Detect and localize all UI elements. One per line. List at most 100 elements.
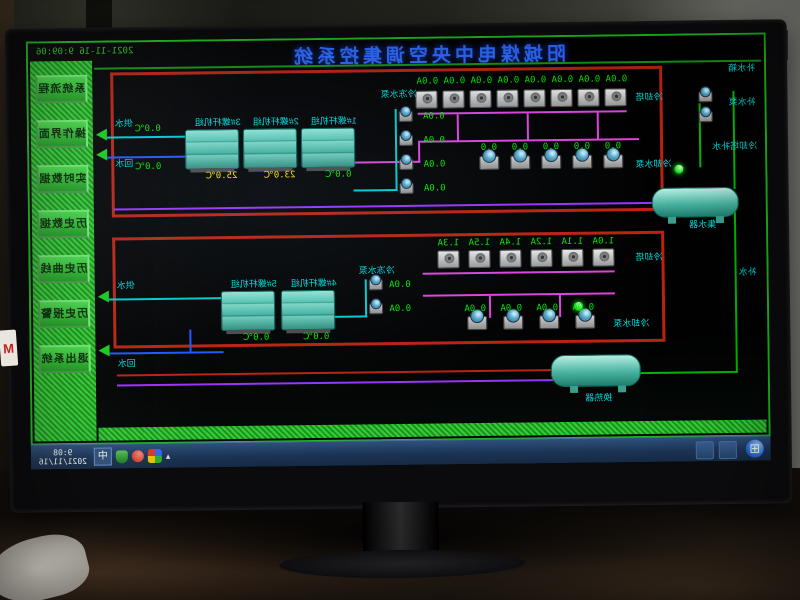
- equipment-label: 供水: [114, 118, 133, 129]
- equipment-label: 供水: [116, 280, 135, 291]
- value-readout: 0.0: [573, 141, 591, 152]
- equipment-label: 4#螺杆机组: [290, 277, 337, 289]
- equipment-label: 3#螺杆机组: [194, 116, 241, 128]
- value-readout: 0.0℃: [134, 161, 162, 173]
- value-readout: 0.0A: [536, 303, 559, 314]
- pipe-segment: [108, 297, 223, 301]
- taskbar-clock[interactable]: 9:08 2021/11/16: [36, 448, 90, 467]
- value-readout: 0.0A: [605, 74, 628, 85]
- value-readout: 0.0A: [497, 75, 520, 86]
- pipe-segment: [113, 338, 666, 349]
- sidebar-button-5[interactable]: 历史曲线: [37, 254, 90, 284]
- sidebar-button-2[interactable]: 操作界面: [35, 119, 89, 149]
- pump-icon: [368, 279, 383, 291]
- equipment-label: 冷却塔: [635, 251, 663, 263]
- value-readout: 1.5A: [468, 237, 491, 249]
- value-readout: 0.0A: [551, 74, 574, 86]
- taskbar-apps: [695, 440, 737, 460]
- equipment-label: 补水泵: [728, 96, 756, 107]
- equipment-label: 集水器: [688, 219, 717, 230]
- sidebar-button-7[interactable]: 退出系统: [38, 344, 91, 374]
- sidebar-button-3[interactable]: 实时数据: [36, 164, 89, 194]
- value-readout: 1.2A: [530, 237, 553, 248]
- sidebar-button-4[interactable]: 历史数据: [36, 209, 90, 239]
- screen: 阳城煤电中央空调集控系统 2021-11-16 9:09:06 系统流程操作界面…: [25, 32, 771, 470]
- value-readout: 0.0A: [572, 302, 595, 313]
- chiller-unit-icon: [184, 128, 240, 170]
- chiller-unit-icon: [300, 127, 356, 169]
- value-readout: 1.0A: [592, 236, 615, 247]
- cooling-tower-icon: [530, 249, 553, 268]
- equipment-label: 冷却塔: [635, 91, 663, 103]
- scada-app-window: 阳城煤电中央空调集控系统 2021-11-16 9:09:06 系统流程操作界面…: [25, 32, 771, 446]
- pipe-segment: [526, 113, 530, 141]
- sidebar-button-1[interactable]: 系统流程: [35, 74, 88, 104]
- sidebar-button-6[interactable]: 历史报警: [37, 299, 91, 329]
- pipe-segment: [394, 109, 398, 192]
- ime-indicator[interactable]: 中: [93, 447, 112, 466]
- clock-date: 2021/11/16: [38, 456, 88, 467]
- value-readout: 0.0A: [389, 303, 412, 315]
- value-readout: 0.0A: [578, 74, 601, 85]
- security-shield-icon[interactable]: [115, 449, 128, 463]
- value-readout: 0.0℃: [242, 332, 270, 343]
- pinwheel-icon[interactable]: [147, 448, 162, 464]
- pipe-segment: [110, 72, 115, 218]
- value-readout: 0.0A: [422, 111, 445, 122]
- pipe-segment: [333, 315, 368, 318]
- windows-logo-icon: ⊞: [745, 439, 764, 458]
- pipe-segment: [639, 370, 738, 375]
- flow-arrow-icon: [96, 148, 108, 161]
- sticker-label: M: [2, 340, 15, 356]
- hidden-icons-arrow[interactable]: ▴: [165, 450, 171, 461]
- pump-icon: [539, 315, 560, 330]
- equipment-label: 换热器: [585, 392, 613, 403]
- pipe-segment: [422, 270, 615, 275]
- chiller-unit-icon: [280, 289, 336, 331]
- pump-icon: [698, 91, 713, 103]
- value-readout: 0.0A: [389, 279, 411, 291]
- equipment-label: 2#螺杆机组: [252, 116, 299, 127]
- equipment-label: 冷冻水泵: [358, 265, 395, 276]
- equipment-label: 1#螺杆机组: [310, 115, 357, 127]
- sidebar: 系统流程操作界面实时数据历史数据历史曲线历史报警退出系统: [30, 60, 97, 442]
- flow-arrow-icon: [97, 290, 109, 303]
- value-readout: 0.0A: [423, 183, 446, 194]
- pump-icon: [503, 315, 524, 330]
- monitor-bezel: 阳城煤电中央空调集控系统 2021-11-16 9:09:06 系统流程操作界面…: [4, 19, 793, 513]
- pipe-segment: [417, 110, 627, 115]
- equipment-label: 补水: [738, 266, 757, 277]
- start-button[interactable]: ⊞: [742, 439, 768, 459]
- pump-icon: [479, 155, 500, 171]
- pipe-segment: [364, 279, 368, 318]
- value-readout: 0.0A: [443, 76, 466, 87]
- value-readout: 0.0A: [416, 76, 439, 87]
- value-readout: 0.0A: [423, 135, 446, 146]
- value-readout: 23.0℃: [263, 170, 296, 181]
- pump-icon: [698, 111, 713, 123]
- pipe-segment: [488, 295, 492, 318]
- equipment-label: 5#螺杆机组: [230, 278, 277, 290]
- value-readout: 1.1A: [561, 236, 584, 248]
- cooling-tower-icon: [415, 90, 438, 109]
- pipe-segment: [106, 135, 187, 139]
- pipe-segment: [422, 292, 615, 297]
- value-readout: 0.0: [480, 142, 498, 154]
- cooling-tower-icon: [468, 249, 491, 269]
- cooling-tower-icon: [577, 88, 600, 107]
- pipe-segment: [733, 210, 738, 373]
- value-readout: 0.0℃: [302, 331, 330, 343]
- taskbar-app-icon[interactable]: [718, 440, 737, 460]
- notification-icon[interactable]: [131, 450, 144, 463]
- pipe-segment: [109, 351, 224, 355]
- equipment-label: 冷却水泵: [613, 317, 650, 329]
- flow-arrow-icon: [98, 344, 110, 357]
- pump-icon: [541, 155, 562, 170]
- pump-icon: [603, 154, 624, 169]
- cooling-tower-icon: [499, 249, 522, 268]
- pump-icon: [510, 155, 531, 170]
- value-readout: 25.0℃: [205, 170, 238, 182]
- pump-icon: [572, 154, 593, 169]
- taskbar-app-icon[interactable]: [695, 441, 714, 460]
